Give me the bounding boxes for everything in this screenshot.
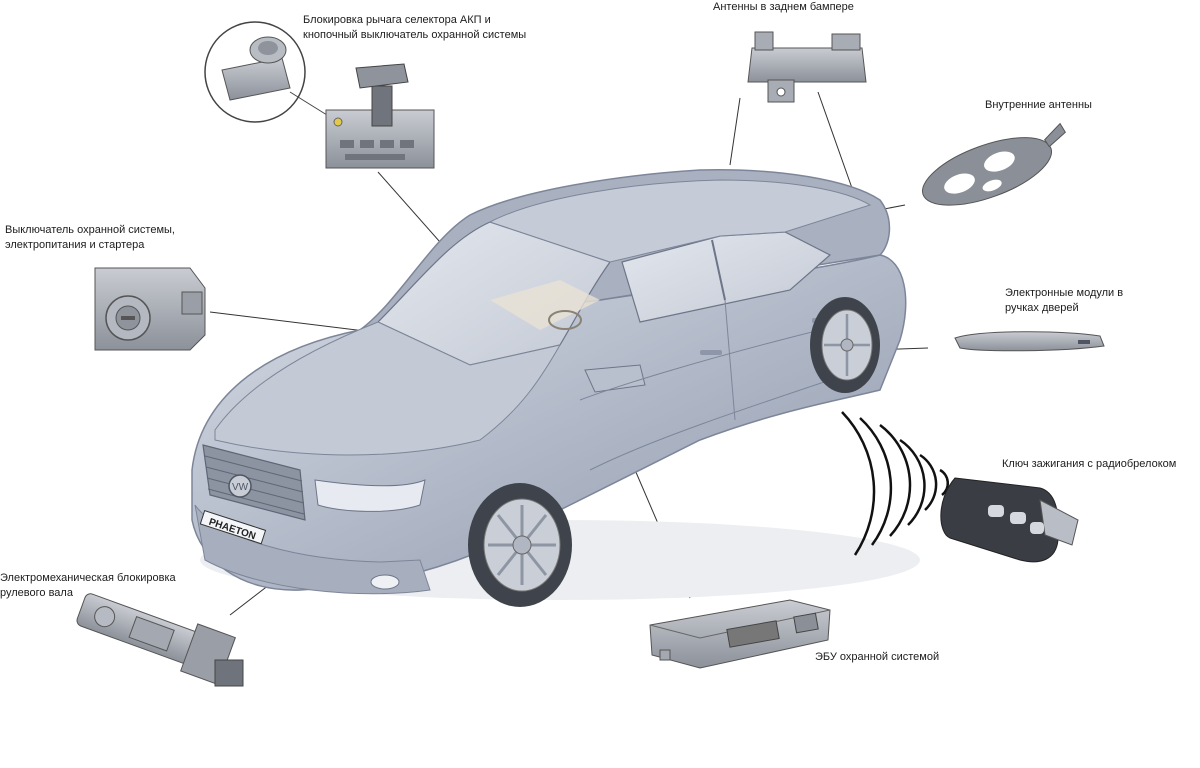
label-rear-antennas-line1: Антенны в заднем бампере <box>713 1 854 13</box>
label-key-line1: Ключ зажигания с радиобрелоком <box>1002 458 1177 470</box>
label-steering-lock-line2: рулевого вала <box>0 587 73 599</box>
leader-rear-antenna-left <box>729 97 741 166</box>
label-ignition-switch-line1: Выключатель охранной системы, <box>5 224 175 236</box>
label-door-modules: Электронные модули в ручках дверей <box>1005 286 1123 316</box>
label-gear-lock: Блокировка рычага селектора АКП и кнопоч… <box>303 13 526 43</box>
key-fob-part <box>940 477 1079 563</box>
svg-text:VW: VW <box>232 482 249 493</box>
label-ecu-line1: ЭБУ охранной системой <box>815 651 940 663</box>
radio-waves <box>841 411 949 556</box>
car-illustration: VW PHAETON <box>191 169 920 607</box>
label-inner-antennas-line1: Внутренние антенны <box>985 99 1092 111</box>
rear-antenna-part <box>747 31 867 103</box>
label-door-modules-line1: Электронные модули в <box>1005 287 1124 299</box>
label-gear-lock-line2: кнопочный выключатель охранной системы <box>303 29 527 41</box>
ecu-part <box>649 599 831 669</box>
label-steering-lock-line1: Электромеханическая блокировка <box>0 572 176 584</box>
gear-selector-part <box>204 21 435 169</box>
label-door-modules-line2: ручках дверей <box>1005 302 1079 314</box>
ignition-switch-part <box>94 267 206 351</box>
label-inner-antennas: Внутренние антенны <box>985 98 1092 113</box>
label-steering-lock: Электромеханическая блокировка рулевого … <box>0 571 176 601</box>
door-handle-part <box>954 331 1105 352</box>
label-rear-antennas: Антенны в заднем бампере <box>713 0 854 15</box>
inner-antenna-part <box>921 122 1066 206</box>
label-key: Ключ зажигания с радиобрелоком <box>1002 457 1176 472</box>
label-ignition-switch: Выключатель охранной системы, электропит… <box>5 223 175 253</box>
label-gear-lock-line1: Блокировка рычага селектора АКП и <box>303 14 491 26</box>
steering-lock-part <box>76 593 244 687</box>
label-ecu: ЭБУ охранной системой <box>815 650 939 665</box>
label-ignition-switch-line2: электропитания и стартера <box>5 239 145 251</box>
